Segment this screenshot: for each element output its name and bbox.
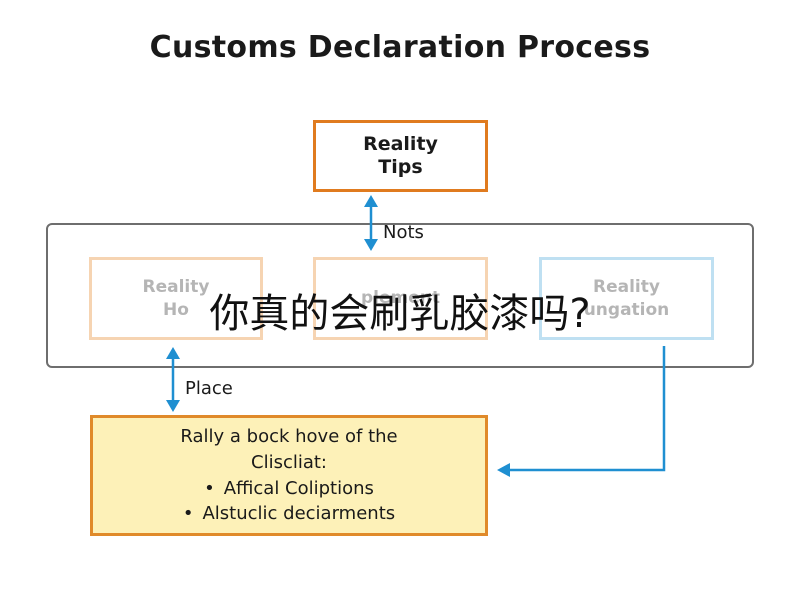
top-box-line2: Tips <box>378 156 423 178</box>
bottom-box-bullet-list: Affical Coliptions Alstuclic deciarments <box>183 476 395 527</box>
middle-box-right-line2: ungation <box>583 299 670 320</box>
top-box-reality-tips: Reality Tips <box>313 120 488 192</box>
arrowhead-left-bottom <box>497 463 510 477</box>
arrowhead-up-left <box>166 347 180 359</box>
bullet-item: Affical Coliptions <box>183 476 395 502</box>
middle-group-band <box>46 223 754 368</box>
middle-box-right-line1: Reality <box>593 277 660 298</box>
arrowhead-down-top <box>364 239 378 251</box>
middle-box-center-line2: plement <box>361 288 440 309</box>
top-box-line1: Reality <box>363 133 438 156</box>
overlay-caption: 你真的会刷乳胶漆吗? <box>209 291 591 337</box>
edge-label-place: Place <box>185 378 233 399</box>
middle-box-center: plement <box>313 257 488 340</box>
diagram-title: Customs Declaration Process <box>149 30 651 65</box>
middle-box-left: Reality Ho <box>89 257 263 340</box>
bullet-item: Alstuclic deciarments <box>183 501 395 527</box>
arrow-right-to-bottom-line <box>508 346 666 472</box>
bottom-box-heading-line1: Rally a bock hove of the <box>180 426 398 448</box>
edge-label-nots: Nots <box>383 222 424 243</box>
bottom-box-heading-line2: Cliscliat: <box>251 451 327 473</box>
arrowhead-up-top <box>364 195 378 207</box>
middle-box-left-line1: Reality <box>142 277 210 298</box>
middle-box-right: Reality ungation <box>539 257 714 340</box>
middle-box-left-line2: Ho <box>163 299 189 320</box>
bottom-box-checklist: Rally a bock hove of the Cliscliat: Affi… <box>90 415 488 536</box>
arrowhead-down-left <box>166 400 180 412</box>
